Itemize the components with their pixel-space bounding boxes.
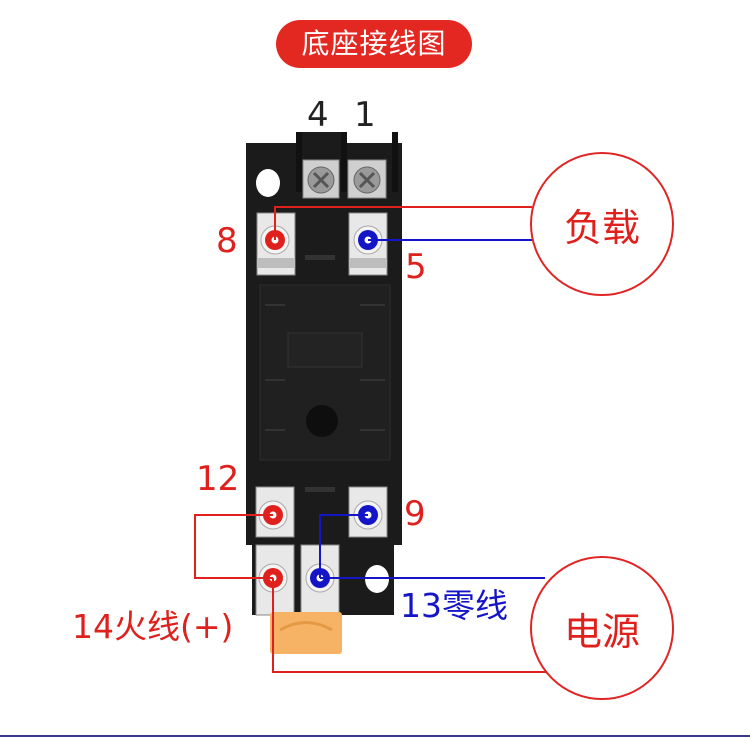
terminal-5 bbox=[348, 212, 388, 276]
label-terminal-8: 8 bbox=[216, 221, 238, 261]
wire-9-13-jumper bbox=[319, 514, 368, 578]
label-terminal-5: 5 bbox=[405, 247, 427, 287]
diagram-title: 底座接线图 bbox=[276, 20, 472, 68]
label-terminal-4: 4 bbox=[307, 95, 329, 135]
bottom-divider bbox=[0, 735, 750, 737]
label-terminal-1: 1 bbox=[354, 95, 376, 135]
label-terminal-13-neutral: 13零线 bbox=[400, 586, 508, 625]
relay-base-body bbox=[246, 132, 402, 615]
wire-8-to-load bbox=[274, 206, 532, 240]
orange-release-clip bbox=[270, 612, 342, 654]
terminal-8 bbox=[256, 212, 296, 276]
wire-14-to-power bbox=[272, 578, 552, 673]
terminal-9 bbox=[348, 486, 388, 538]
terminal-4-screw bbox=[302, 159, 340, 199]
terminal-1-screw bbox=[347, 159, 387, 199]
load-circle: 负载 bbox=[530, 152, 674, 296]
label-terminal-14-live: 14火线(+) bbox=[72, 607, 234, 646]
power-circle: 电源 bbox=[530, 556, 674, 700]
terminal-12 bbox=[255, 486, 295, 538]
label-terminal-9: 9 bbox=[404, 494, 426, 534]
wire-12-14-jumper bbox=[194, 514, 273, 579]
terminal-14 bbox=[255, 544, 295, 616]
label-terminal-12: 12 bbox=[196, 459, 240, 499]
